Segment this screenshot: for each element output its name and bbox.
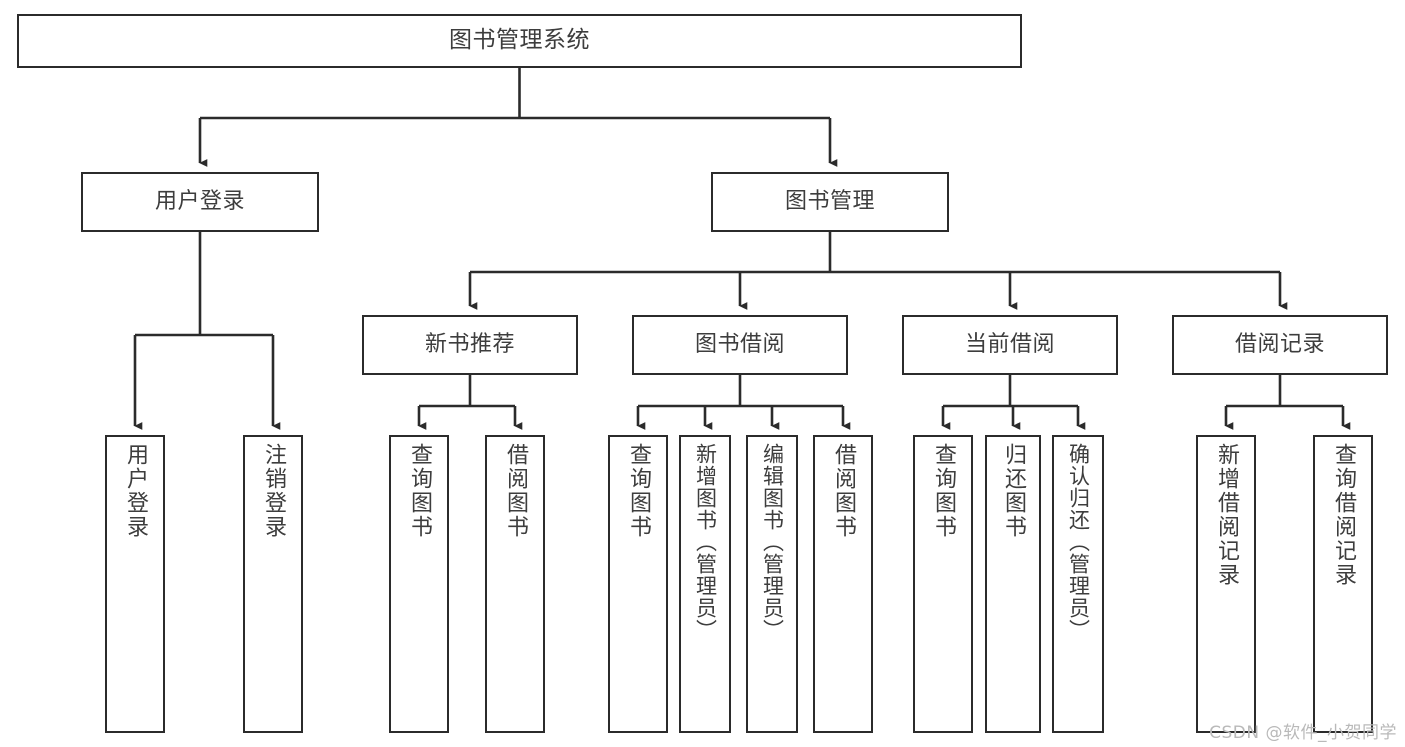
leaf-return-book-label: 归还图书 xyxy=(1001,443,1026,539)
node-new-book-recommend[interactable]: 新书推荐 xyxy=(362,315,578,375)
node-root[interactable]: 图书管理系统 xyxy=(17,14,1022,68)
leaf-confirm-return-admin-label: 确认归还（管理员） xyxy=(1066,443,1091,641)
leaf-add-borrow-record-label: 新增借阅记录 xyxy=(1214,443,1239,587)
leaf-borrow-book[interactable]: 借阅图书 xyxy=(813,435,873,733)
node-book-borrow-label: 图书借阅 xyxy=(694,331,785,357)
leaf-add-book-admin[interactable]: 新增图书（管理员） xyxy=(679,435,731,733)
leaf-borrow-book-label: 借阅图书 xyxy=(831,443,856,539)
leaf-query-book-current[interactable]: 查询图书 xyxy=(913,435,973,733)
leaf-edit-book-admin[interactable]: 编辑图书（管理员） xyxy=(746,435,798,733)
node-book-borrow[interactable]: 图书借阅 xyxy=(632,315,848,375)
leaf-add-book-admin-label: 新增图书（管理员） xyxy=(693,443,718,641)
node-new-book-recommend-label: 新书推荐 xyxy=(424,331,515,357)
leaf-user-login[interactable]: 用户登录 xyxy=(105,435,165,733)
leaf-query-book-borrow-label: 查询图书 xyxy=(626,443,651,539)
node-borrow-record-label: 借阅记录 xyxy=(1234,331,1325,357)
leaf-query-book-recommend[interactable]: 查询图书 xyxy=(389,435,449,733)
node-user-login-label: 用户登录 xyxy=(154,188,245,214)
leaf-return-book[interactable]: 归还图书 xyxy=(985,435,1041,733)
node-current-borrow-label: 当前借阅 xyxy=(964,331,1055,357)
leaf-add-borrow-record[interactable]: 新增借阅记录 xyxy=(1196,435,1256,733)
leaf-borrow-book-recommend-label: 借阅图书 xyxy=(503,443,528,539)
leaf-logout-label: 注销登录 xyxy=(261,443,286,539)
leaf-confirm-return-admin[interactable]: 确认归还（管理员） xyxy=(1052,435,1104,733)
node-borrow-record[interactable]: 借阅记录 xyxy=(1172,315,1388,375)
leaf-query-borrow-record-label: 查询借阅记录 xyxy=(1331,443,1356,587)
leaf-query-book-current-label: 查询图书 xyxy=(931,443,956,539)
leaf-borrow-book-recommend[interactable]: 借阅图书 xyxy=(485,435,545,733)
leaf-query-borrow-record[interactable]: 查询借阅记录 xyxy=(1313,435,1373,733)
leaf-edit-book-admin-label: 编辑图书（管理员） xyxy=(760,443,785,641)
leaf-logout[interactable]: 注销登录 xyxy=(243,435,303,733)
csdn-watermark: CSDN @软件_小贺同学 xyxy=(1209,723,1397,743)
node-book-management[interactable]: 图书管理 xyxy=(711,172,949,232)
node-current-borrow[interactable]: 当前借阅 xyxy=(902,315,1118,375)
leaf-query-book-borrow[interactable]: 查询图书 xyxy=(608,435,668,733)
node-book-management-label: 图书管理 xyxy=(784,188,875,214)
leaf-query-book-recommend-label: 查询图书 xyxy=(407,443,432,539)
node-root-label: 图书管理系统 xyxy=(449,27,590,54)
leaf-user-login-label: 用户登录 xyxy=(123,443,148,539)
node-user-login[interactable]: 用户登录 xyxy=(81,172,319,232)
